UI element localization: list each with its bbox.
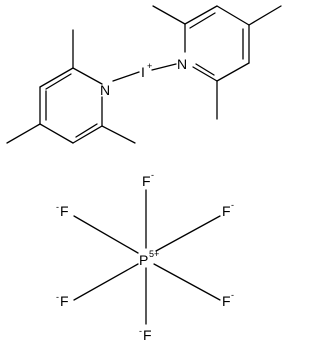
bond [216, 5, 250, 26]
bond [39, 123, 74, 144]
phosphorus-label: P [139, 252, 148, 268]
methyl-bond [248, 5, 282, 26]
fluoride-charge: - [56, 202, 59, 212]
fluoride-charge: - [231, 290, 234, 300]
fluoride-charge: - [231, 200, 234, 210]
bond [72, 125, 103, 144]
phosphorus-charge: 5+ [149, 249, 159, 259]
bond [184, 5, 218, 25]
fluorine-lower-left-label: F [60, 293, 69, 309]
methyl-bond [6, 123, 41, 144]
fluorine-top-label: F [142, 173, 151, 189]
n-i-bond [112, 71, 140, 82]
chemical-structure: N I + N P 5+ F - - F F - - F F - - F [6, 5, 282, 343]
nitrogen-left-label: N [100, 82, 110, 98]
p-f-bond [73, 215, 139, 254]
fluorine-upper-left-label: F [60, 203, 69, 219]
bond [192, 66, 218, 82]
bond [72, 67, 103, 85]
i-n-bond [151, 63, 177, 71]
bond [39, 67, 74, 88]
methyl-bond [152, 5, 186, 25]
double-bond-inner [45, 73, 72, 90]
double-bond-inner [75, 123, 98, 138]
bond [216, 62, 250, 82]
fluorine-bottom-label: F [143, 327, 152, 343]
p-f-bond [155, 215, 221, 252]
iodine-charge: + [147, 61, 152, 71]
double-bond-inner [189, 12, 216, 29]
iodine-label: I [141, 64, 145, 80]
left-pyridinium-ring [6, 29, 136, 144]
p-f-bond [153, 263, 221, 301]
double-bond-inner [195, 63, 215, 76]
p-f-bond [73, 263, 139, 301]
fluoride-charge: - [151, 170, 154, 180]
fluoride-charge: - [56, 292, 59, 302]
methyl-bond [101, 125, 136, 144]
fluoride-charge: - [139, 326, 142, 336]
right-pyridinium-ring [152, 5, 282, 120]
fluorine-lower-right-label: F [222, 293, 231, 309]
fluorine-upper-right-label: F [222, 203, 231, 219]
nitrogen-right-label: N [177, 56, 187, 72]
hexafluorophosphate [73, 189, 221, 325]
